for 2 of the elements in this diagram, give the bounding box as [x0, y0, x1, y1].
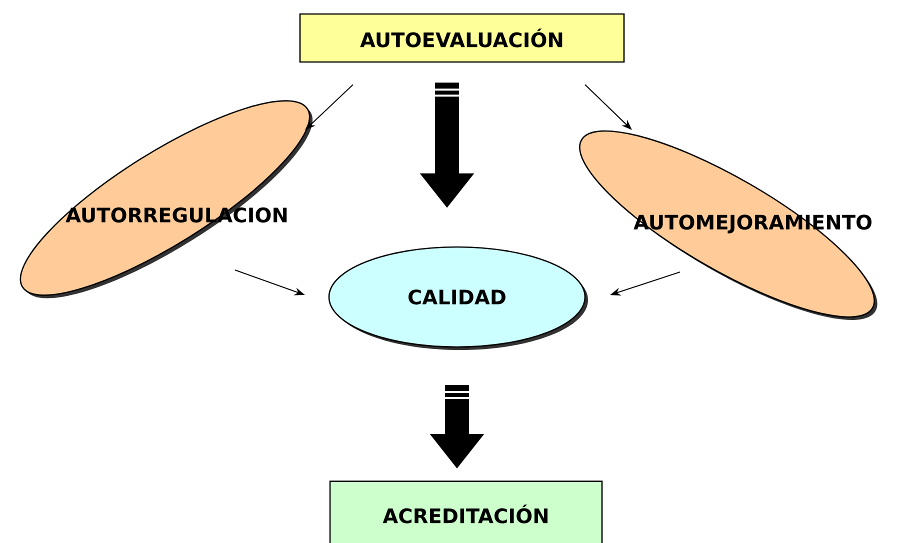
result-box: ACREDITACIÓN: [329, 480, 603, 543]
title-box: AUTOEVALUACIÓN: [299, 13, 625, 63]
